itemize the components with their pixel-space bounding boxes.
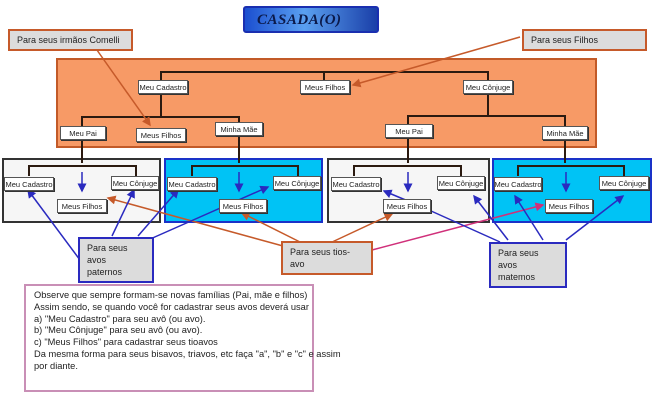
callout-avos-paternos-line1: Para seus avos [87, 243, 128, 265]
node-paternal-pai[interactable]: Meu Pai [60, 126, 106, 140]
callout-filhos: Para seus Filhos [522, 29, 647, 51]
node-irmaos-filhos[interactable]: Meus Filhos [136, 128, 186, 142]
pink-arrow [371, 202, 545, 251]
node-sub2-cadastro[interactable]: Meu Cadastro [167, 177, 217, 191]
node-sub2-conjuge[interactable]: Meu Cônjuge [273, 176, 321, 190]
note-box: Observe que sempre formam-se novas famíl… [24, 284, 341, 392]
note-line: por diante. [34, 360, 78, 371]
node-sub2-filhos[interactable]: Meus Filhos [219, 199, 267, 213]
node-sub4-conjuge[interactable]: Meu Cônjuge [599, 176, 649, 190]
sub-child-arrows [77, 172, 571, 193]
node-sub1-cadastro[interactable]: Meu Cadastro [4, 177, 54, 191]
left-parents-line [81, 116, 240, 126]
note-line: Observe que sempre formam-se novas famíl… [34, 290, 308, 300]
note-line: c) "Meus Filhos" para cadastrar seus tio… [34, 337, 218, 348]
callout-avos-paternos-line2: paternos [87, 267, 123, 277]
node-sub3-conjuge[interactable]: Meu Cônjuge [437, 176, 485, 190]
callout-avos-maternos: Para seus avos matemos [489, 242, 567, 288]
node-meus-filhos[interactable]: Meus Filhos [300, 80, 350, 94]
node-sub3-cadastro[interactable]: Meu Cadastro [331, 177, 381, 191]
node-maternal-pai[interactable]: Meu Pai [385, 124, 433, 138]
note-line: a) "Meu Cadastro" para seu avô (ou avo). [34, 313, 206, 324]
node-sub4-cadastro[interactable]: Meu Cadastro [494, 177, 542, 191]
callout-irmaos: Para seus irmãos Comelli [8, 29, 133, 51]
node-paternal-mae[interactable]: Minha Mãe [215, 122, 263, 136]
node-meu-conjuge[interactable]: Meu Cônjuge [463, 80, 513, 94]
sub-tree-lines [28, 165, 625, 176]
callout-avos-maternos-line2: matemos [498, 272, 536, 282]
callout-avos-maternos-line1: Para seus avos [498, 248, 539, 270]
node-sub1-conjuge[interactable]: Meu Cônjuge [111, 176, 159, 190]
callout-avos-paternos: Para seus avos paternos [78, 237, 154, 283]
node-sub1-filhos[interactable]: Meus Filhos [57, 199, 107, 213]
top-tree-lines [81, 71, 566, 163]
node-sub4-filhos[interactable]: Meus Filhos [545, 199, 593, 213]
note-line: Da mesma forma para seus bisavos, triavo… [34, 348, 341, 359]
blue-arrows [27, 185, 625, 261]
title-banner: CASADA(O) [243, 6, 379, 33]
title-text: CASADA(O) [257, 12, 342, 28]
right-parents-line [407, 115, 566, 126]
node-meu-cadastro[interactable]: Meu Cadastro [138, 80, 188, 94]
node-maternal-mae[interactable]: Minha Mãe [542, 126, 588, 140]
callout-tios-avo: Para seus tios-avo [281, 241, 373, 275]
orange-arrows [91, 36, 521, 247]
note-line: Assim sendo, se quando você for cadastra… [34, 301, 309, 312]
note-line: b) "Meu Cônjuge" para seu avô (ou avo). [34, 325, 203, 336]
node-sub3-filhos[interactable]: Meus Filhos [383, 199, 431, 213]
